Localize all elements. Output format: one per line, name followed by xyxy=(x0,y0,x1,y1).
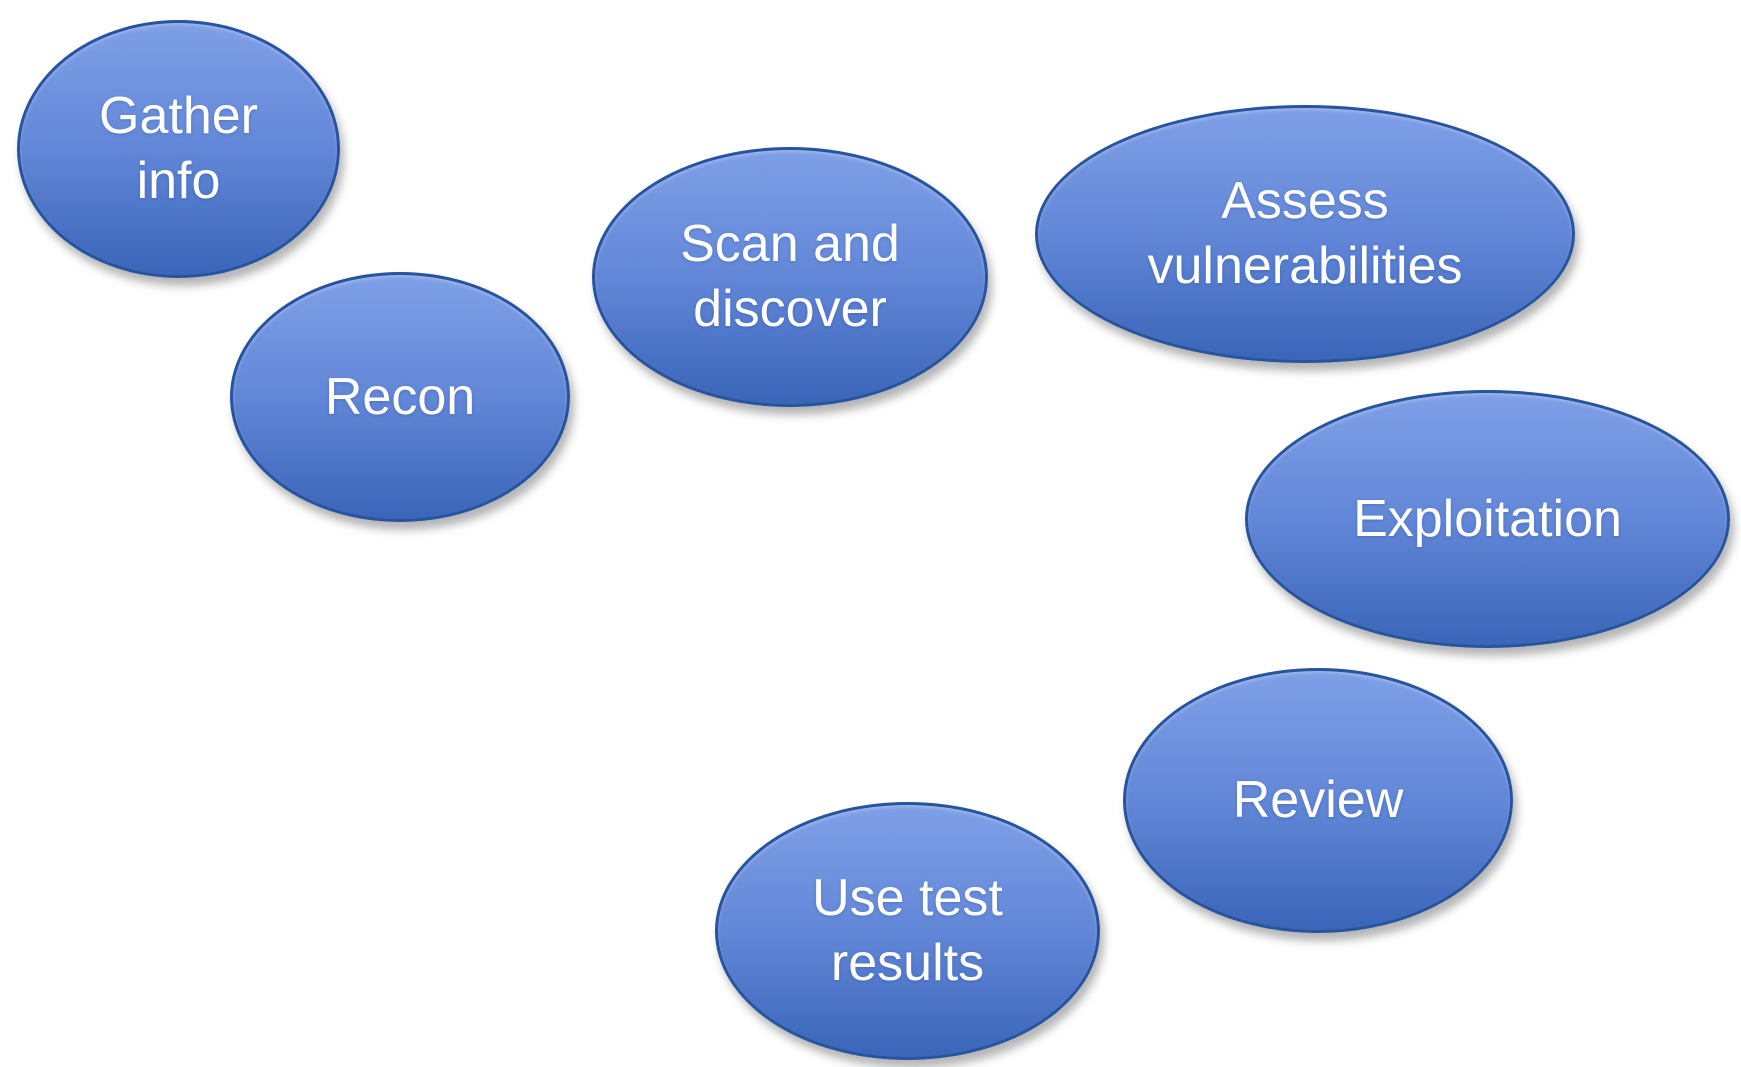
node-review-label: Review xyxy=(1232,771,1404,829)
node-assess-vulnerabilities: Assess vulnerabilities xyxy=(1035,105,1575,363)
node-exploitation-label: Exploitation xyxy=(1353,489,1622,548)
node-scan-and-discover-label: Scan and discover xyxy=(680,215,900,338)
node-use-test-results-label: Use test results xyxy=(812,869,1003,992)
node-review: Review xyxy=(1123,668,1513,933)
node-gather-info-label: Gather info xyxy=(99,87,258,210)
node-gather-info: Gather info xyxy=(17,20,340,278)
node-exploitation: Exploitation xyxy=(1245,390,1730,648)
node-recon: Recon xyxy=(230,272,570,522)
node-recon-label: Recon xyxy=(324,367,476,426)
node-scan-and-discover: Scan and discover xyxy=(592,147,988,407)
node-use-test-results: Use test results xyxy=(715,802,1100,1060)
node-assess-vulnerabilities-label: Assess vulnerabilities xyxy=(1147,172,1463,295)
